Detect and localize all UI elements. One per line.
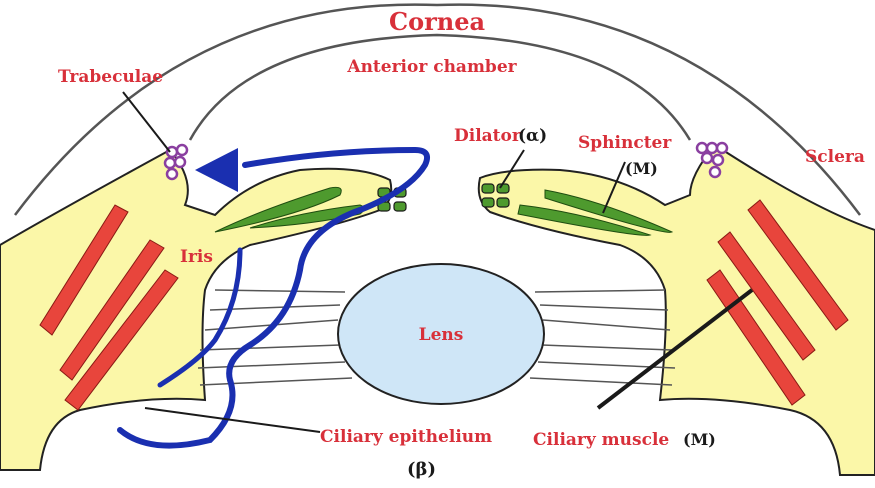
label-sphincter-receptor: (M): [625, 159, 658, 178]
zonule-fibers-left: [198, 290, 352, 385]
flow-arrowhead: [195, 148, 238, 192]
label-ciliary-muscle: Ciliary muscle: [533, 430, 669, 450]
label-sphincter: Sphincter: [578, 133, 672, 153]
zonule-fibers-right: [530, 290, 675, 385]
label-sclera: Sclera: [805, 147, 865, 167]
label-trabeculae: Trabeculae: [58, 67, 163, 87]
label-iris: Iris: [180, 247, 213, 267]
label-lens: Lens: [419, 325, 464, 345]
label-dilator: Dilator: [454, 126, 522, 146]
label-dilator-receptor: (α): [518, 126, 547, 146]
label-anterior-chamber: Anterior chamber: [346, 57, 517, 77]
label-ciliary-epithelium: Ciliary epithelium: [320, 427, 492, 447]
trabeculae-pointer: [123, 92, 170, 152]
label-cornea: Cornea: [389, 7, 485, 36]
cornea-inner-arc: [190, 35, 690, 140]
label-ciliary-epithelium-receptor: (β): [407, 459, 436, 480]
label-ciliary-muscle-receptor: (M): [683, 430, 716, 449]
